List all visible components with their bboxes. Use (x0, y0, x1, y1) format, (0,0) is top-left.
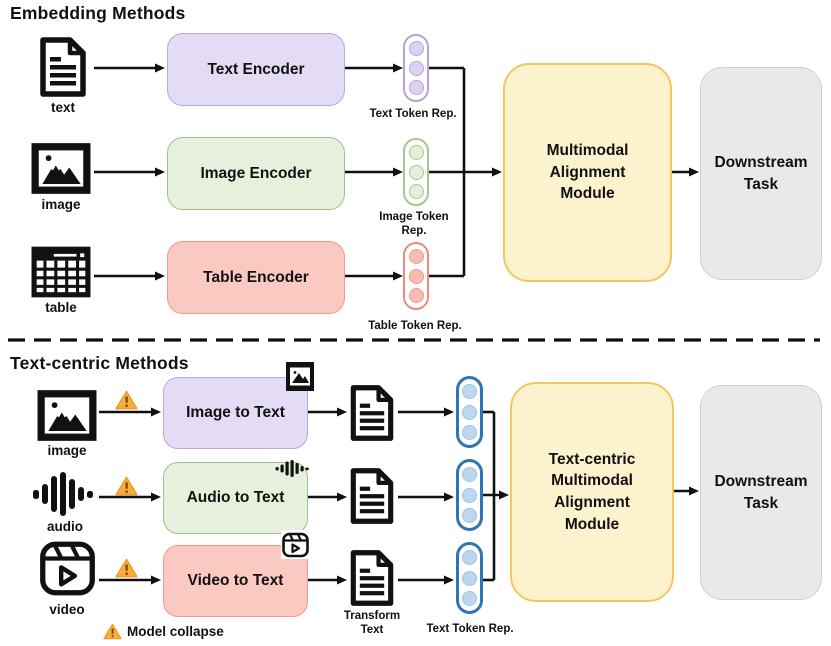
token-dot (462, 570, 477, 586)
image-token-capsule (403, 138, 429, 206)
image-input-label: image (41, 197, 81, 212)
table-token-capsule (403, 242, 429, 310)
token-dot (462, 487, 477, 503)
token-dot (462, 590, 477, 606)
token-dot (462, 384, 477, 400)
token-dot (462, 404, 477, 420)
text-centric-alignment-module-label: Text-centric Multimodal Alignment Module (548, 450, 636, 533)
token-dot (408, 184, 424, 200)
token-dot (462, 424, 477, 440)
table-encoder-label: Table Encoder (203, 268, 309, 286)
warning-icon (103, 623, 122, 640)
image-icon (37, 389, 97, 442)
audio-input-label: audio (47, 519, 83, 534)
video-badge-icon (281, 530, 310, 559)
transform-text-document-icon (348, 467, 396, 525)
text-token-capsule (403, 34, 429, 102)
token-dot (408, 40, 424, 56)
audio-to-text-label: Audio to Text (186, 489, 285, 506)
table-icon (31, 246, 91, 298)
text-token-capsule-1 (456, 376, 483, 448)
token-dot (408, 268, 424, 284)
model-collapse-label: Model collapse (127, 624, 224, 639)
token-dot (408, 144, 424, 160)
token-dot (462, 467, 477, 483)
token-dot (408, 60, 424, 76)
embedding-section-title: Embedding Methods (10, 3, 186, 23)
token-dot (408, 164, 424, 180)
audio-badge-icon (275, 460, 311, 477)
audio-to-text-box: Audio to Text (163, 462, 308, 534)
text-centric-section-title: Text-centric Methods (10, 353, 189, 373)
token-dot (408, 248, 424, 264)
text-centric-alignment-module-box: Text-centric Multimodal Alignment Module (510, 382, 674, 602)
token-dot (408, 80, 424, 96)
downstream-task-box-top: Downstream Task (700, 67, 822, 280)
image-token-rep-label: Image Token Rep. (379, 211, 449, 238)
table-encoder-box: Table Encoder (167, 241, 345, 314)
warning-icon (115, 476, 138, 496)
table-input-label: table (45, 300, 77, 315)
token-dot (462, 550, 477, 566)
image-to-text-box: Image to Text (163, 377, 308, 449)
image-to-text-label: Image to Text (186, 404, 285, 421)
table-token-rep-label: Table Token Rep. (368, 320, 462, 332)
text-document-icon (37, 36, 89, 98)
text-token-capsule-3 (456, 542, 483, 614)
text-input-label: text (50, 100, 75, 115)
downstream-task-label-bottom: Downstream Task (714, 472, 808, 512)
token-dot (408, 288, 424, 304)
image-badge-icon (286, 362, 314, 391)
image-encoder-box: Image Encoder (167, 137, 345, 210)
video-clapper-icon (39, 539, 96, 598)
image-input-label-bottom: image (47, 443, 87, 458)
text-token-rep-label-bottom: Text Token Rep. (426, 623, 514, 635)
text-encoder-box: Text Encoder (167, 33, 345, 106)
image-encoder-label: Image Encoder (200, 164, 312, 182)
transform-text-label: Transform Text (343, 610, 401, 637)
multimodal-alignment-module-label: Multimodal Alignment Module (546, 141, 629, 203)
transform-text-document-icon (348, 384, 396, 442)
model-collapse-legend: Model collapse (103, 623, 224, 640)
warning-icon (115, 558, 138, 578)
downstream-task-label-top: Downstream Task (714, 153, 808, 193)
multimodal-alignment-module-box: Multimodal Alignment Module (503, 63, 672, 282)
video-input-label: video (49, 602, 85, 617)
text-encoder-label: Text Encoder (207, 60, 305, 78)
warning-icon (115, 390, 138, 410)
audio-wave-icon (32, 471, 98, 517)
downstream-task-box-bottom: Downstream Task (700, 385, 822, 600)
image-icon (31, 142, 91, 195)
token-dot (462, 507, 477, 523)
transform-text-document-icon (348, 549, 396, 607)
video-to-text-label: Video to Text (187, 572, 284, 589)
text-token-capsule-2 (456, 459, 483, 531)
text-token-rep-label: Text Token Rep. (369, 108, 457, 120)
